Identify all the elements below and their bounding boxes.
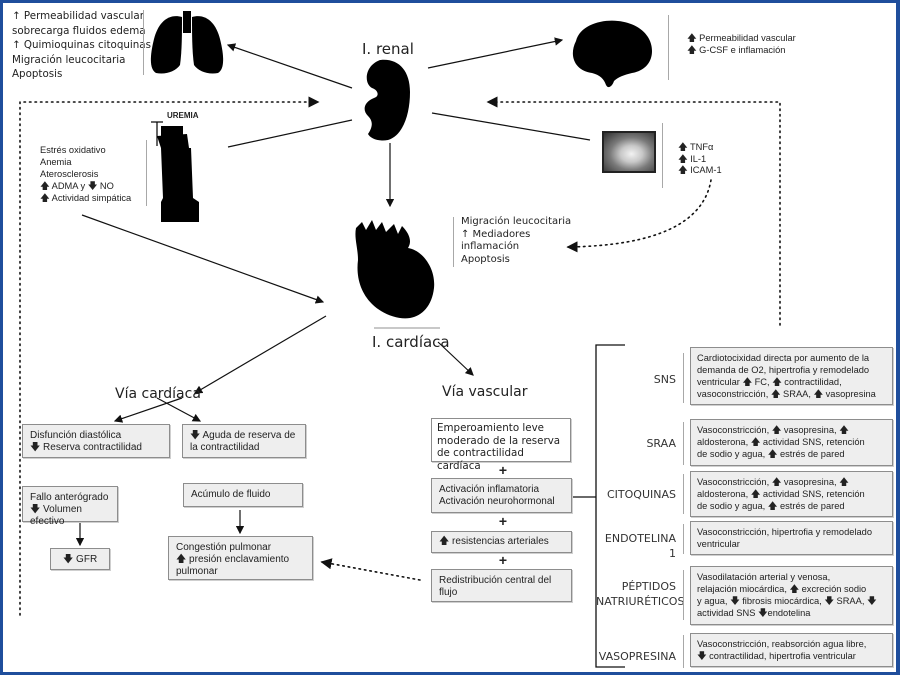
renal-title: I. renal xyxy=(362,40,414,58)
kidney-icon xyxy=(364,59,410,141)
dotted-curve-endothelium-to-heart xyxy=(566,179,712,253)
dotted-arrow-to-congestion xyxy=(320,558,421,581)
pulmonary-congestion-box: Congestión pulmonar 🡅 presión enclavamie… xyxy=(168,536,313,580)
lung-effects-text: ↑ Permeabilidad vascular sobrecarga flui… xyxy=(12,10,151,80)
separator xyxy=(683,570,684,620)
contractility-reserve-box: Emperoamiento leve moderado de la reserv… xyxy=(431,418,571,472)
brain-effects-text: 🡅 Permeabilidad vascular 🡅 G-CSF e infla… xyxy=(687,33,796,55)
arrow-heart-to-cardiac-path xyxy=(193,315,327,394)
fluid-accumulation-box: Acúmulo de fluido xyxy=(183,483,303,507)
uremia-label: UREMIA xyxy=(167,111,199,120)
mediator-box-citoquinas: Vasoconstricción, 🡅 vasopresina, 🡅 aldos… xyxy=(690,471,893,517)
arrow-to-diastolic-box xyxy=(113,397,183,423)
arrow-renal-to-brain xyxy=(427,37,564,69)
vascular-path-title: Vía vascular xyxy=(442,384,528,400)
mediator-box-vasopresina: Vasoconstricción, reabsorción agua libre… xyxy=(690,633,893,667)
cardiac-title: I. cardíaca xyxy=(372,333,450,351)
separator xyxy=(683,474,684,514)
endothelium-image xyxy=(602,131,656,173)
mediator-label-sraa: SRAA xyxy=(646,437,676,450)
mediator-box-peptidos: Vasodilatación arterial y venosa, relaja… xyxy=(690,566,893,625)
brain-icon xyxy=(572,20,652,88)
plus-sign: + xyxy=(498,552,508,568)
separator xyxy=(662,123,663,188)
arrow-to-reserve-box xyxy=(156,397,202,422)
separator xyxy=(453,217,454,267)
gfr-box: 🡇 GFR xyxy=(50,548,110,570)
mediator-label-sns: SNS xyxy=(653,373,676,386)
diastolic-dysfunction-box: Disfunción diastólica 🡇 Reserva contract… xyxy=(22,424,170,458)
mediator-label-peptidos: PÉPTIDOS NATRIURÉTICOS xyxy=(596,580,685,608)
arterial-resistance-box: 🡅 resistencias arteriales xyxy=(431,531,572,553)
mediator-label-citoquinas: CITOQUINAS xyxy=(607,488,676,501)
flow-redistribution-box: Redistribución central del flujo xyxy=(431,569,572,602)
separator xyxy=(683,635,684,668)
endothelium-effects-text: 🡅 TNFα 🡅 IL-1 🡅 ICAM-1 xyxy=(678,142,722,175)
mediator-label-vasopresina: VASOPRESINA xyxy=(598,650,676,663)
lungs-icon xyxy=(150,11,224,74)
mediator-label-endotelina: ENDOTELINA 1 xyxy=(604,532,676,560)
arrow-to-vascular-path xyxy=(437,341,474,376)
cardiac-path-title: Vía cardíaca xyxy=(115,386,201,402)
arrow-uremia-to-heart xyxy=(81,214,325,304)
plus-sign: + xyxy=(498,513,508,529)
mediator-bracket xyxy=(595,344,625,668)
mediator-box-sraa: Vasoconstricción, 🡅 vasopresina, 🡅 aldos… xyxy=(690,419,893,466)
heart-effects-text: Migración leucocitaria ↑ Mediadores infl… xyxy=(461,216,572,265)
mediator-box-endotelina: Vasoconstricción, hipertrofia y remodela… xyxy=(690,521,893,555)
separator xyxy=(143,10,144,75)
arrow-renal-to-lung xyxy=(226,43,353,89)
line-renal-endothelium xyxy=(431,112,591,141)
separator xyxy=(683,422,684,465)
separator xyxy=(668,15,669,80)
dialysis-machine-icon xyxy=(151,121,199,222)
separator xyxy=(146,140,147,206)
separator xyxy=(683,524,684,554)
acute-reserve-box: 🡇 Aguda de reserva de la contractilidad xyxy=(182,424,306,458)
plus-sign: + xyxy=(498,462,508,478)
line-renal-uremia xyxy=(227,119,353,148)
forward-failure-box: Fallo anterógrado 🡇 Volumen efectivo xyxy=(22,486,118,527)
dotted-loop-left xyxy=(19,96,320,616)
uremia-effects-text: Estrés oxidativo Anemia Aterosclerosis 🡅… xyxy=(40,145,132,203)
mediator-box-sns: Cardiotocixidad directa por aumento de l… xyxy=(690,347,893,405)
activation-box: Activación inflamatoria Activación neuro… xyxy=(431,478,572,513)
separator xyxy=(683,353,684,403)
heart-icon xyxy=(355,220,435,319)
dotted-loop-right xyxy=(486,96,781,326)
